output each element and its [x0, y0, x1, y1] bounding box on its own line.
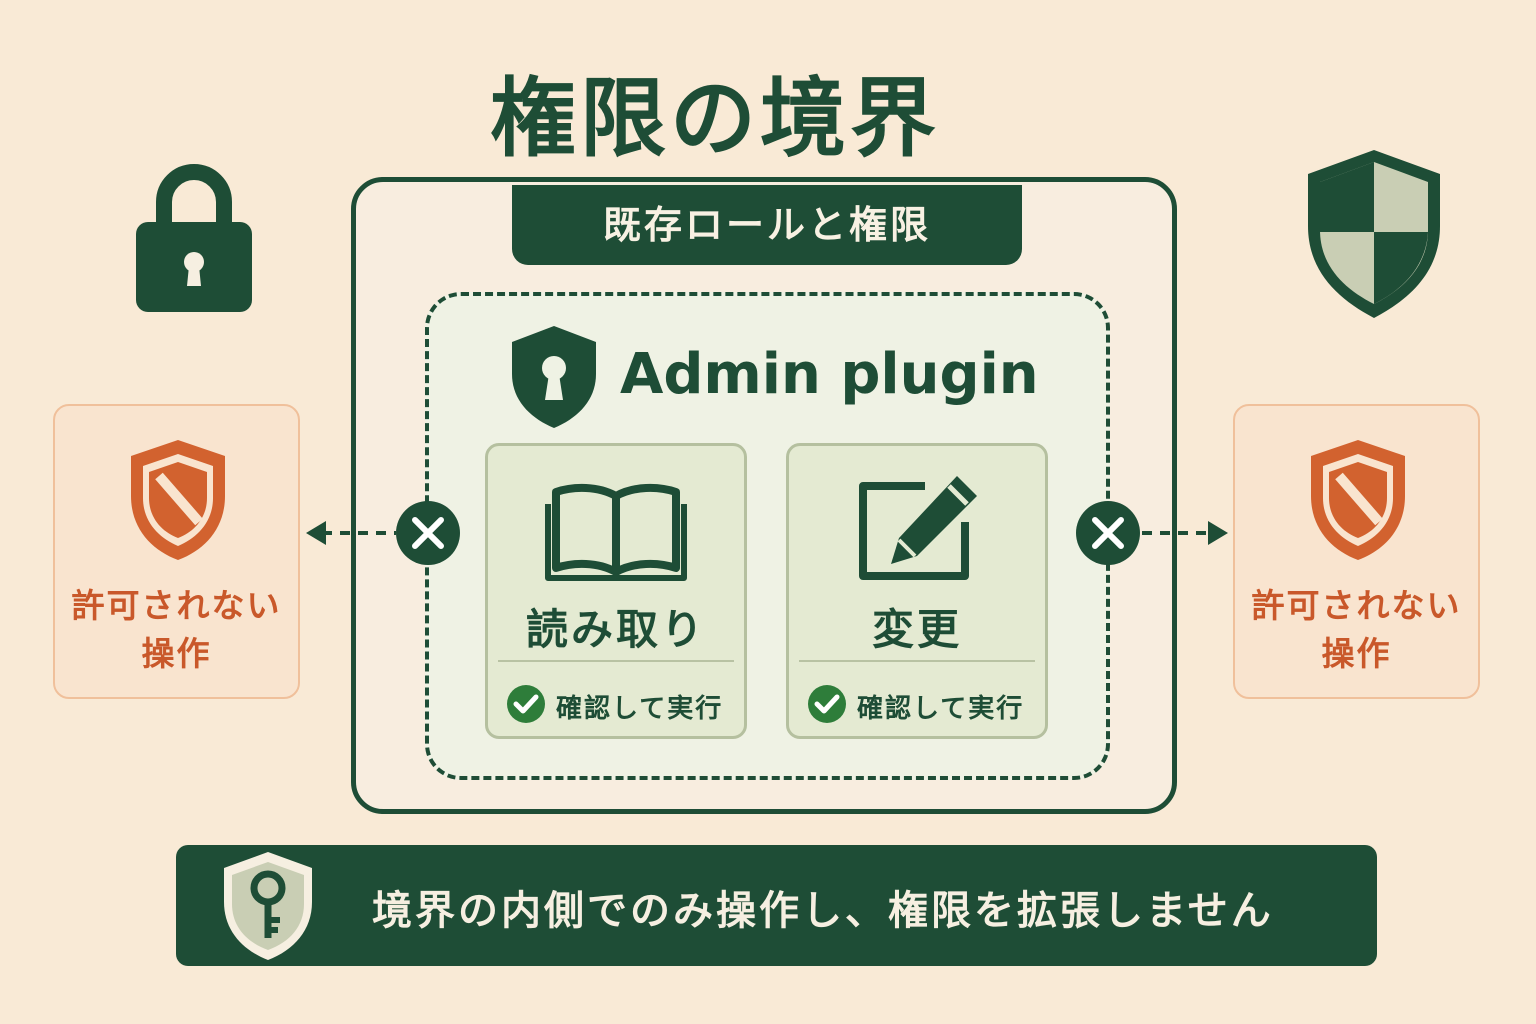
lock-icon: [136, 164, 252, 312]
denied-operation-right: 許可されない 操作: [1233, 404, 1480, 699]
denied-operation-left: 許可されない 操作: [53, 404, 300, 699]
card-divider: [799, 660, 1035, 662]
denied-label-line2: 操作: [141, 634, 212, 673]
footer-text: 境界の内側でのみ操作し、権限を拡張しません: [372, 888, 1274, 934]
denied-label-line1: 許可されない: [1251, 586, 1462, 625]
footer-banner: [176, 845, 1377, 966]
denied-text: 許可されない 操作: [55, 582, 298, 678]
denied-text: 許可されない 操作: [1235, 582, 1478, 678]
card-divider: [498, 660, 734, 662]
open-book-icon: [545, 483, 687, 581]
role-label: 既存ロールと権限: [512, 185, 1022, 265]
plugin-title: Admin plugin: [620, 342, 1039, 407]
action-note-read: 確認して実行: [556, 694, 724, 724]
action-label-change: 変更: [871, 605, 962, 654]
blocked-arrow-left: [306, 501, 460, 565]
shield-icon: [1308, 150, 1440, 318]
denied-label-line1: 許可されない: [71, 586, 282, 625]
denied-label-line2: 操作: [1321, 634, 1392, 673]
check-circle-icon: [507, 685, 545, 723]
page-title: 権限の境界: [490, 69, 940, 169]
blocked-arrow-right: [1076, 501, 1228, 565]
check-circle-icon: [808, 685, 846, 723]
action-card-read: 読み取り 確認して実行: [485, 443, 747, 739]
edit-pencil-icon: [859, 476, 977, 580]
action-label-read: 読み取り: [525, 605, 706, 654]
key-shield-icon: [224, 852, 312, 960]
prohibited-shield-icon: [131, 440, 225, 560]
keyhole-shield-icon: [512, 326, 596, 428]
action-note-change: 確認して実行: [857, 694, 1025, 724]
action-card-change: 変更 確認して実行: [786, 443, 1048, 739]
prohibited-shield-icon: [1311, 440, 1405, 560]
